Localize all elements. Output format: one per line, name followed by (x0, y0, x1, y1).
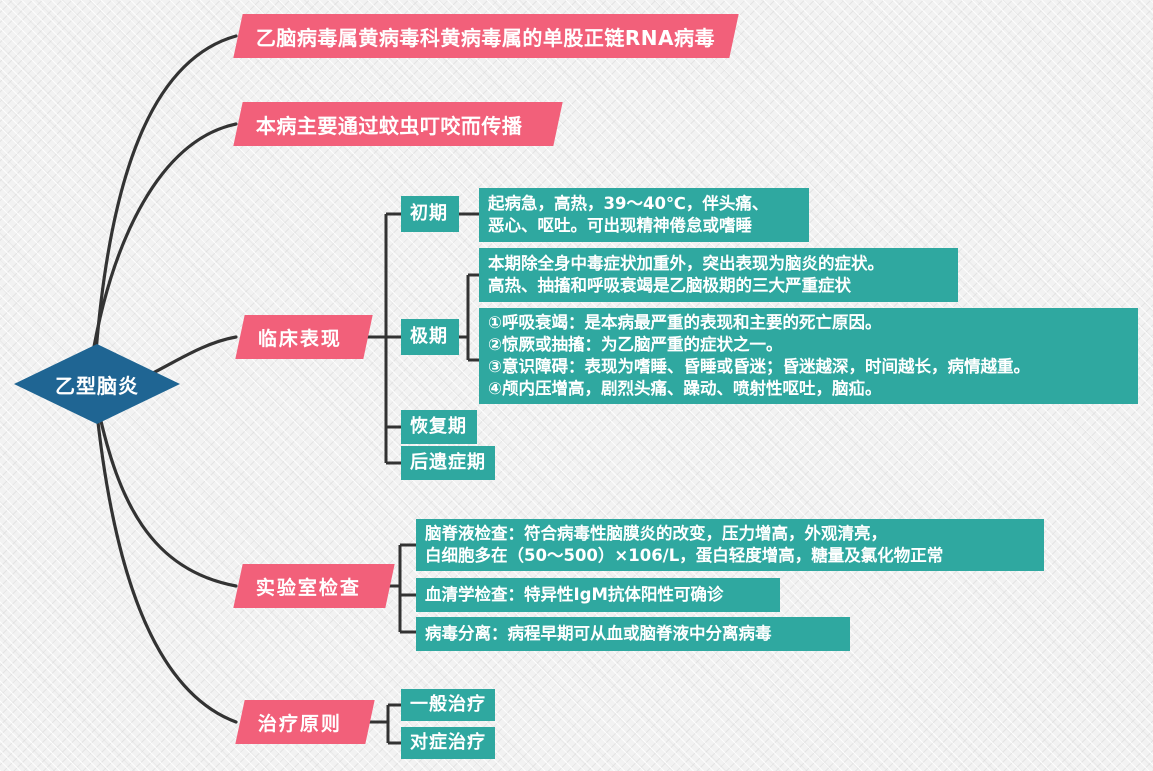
branch-label-lab: 实验室检查 (256, 576, 362, 599)
branch-label-transmission: 本病主要通过蚊虫叮咬而传播 (256, 113, 523, 138)
stage-label-sequelae: 后遗症期 (410, 452, 486, 474)
detail-text-peak-summary: 本期除全身中毒症状加重外，突出表现为脑炎的症状。 高热、抽搐和呼吸衰竭是乙脑极期… (488, 254, 884, 295)
lab-item-text-isolation: 病毒分离：病程早期可从血或脑脊液中分离病毒 (425, 624, 772, 644)
detail-text-early: 起病急，高热，39～40℃，伴头痛、 恶心、呕吐。可出现精神倦怠或嗜睡 (488, 194, 769, 235)
stage-node-recovery[interactable]: 恢复期 (401, 410, 477, 444)
edge-root-to-branch-5 (94, 402, 238, 724)
branch-node-transmission[interactable]: 本病主要通过蚊虫叮咬而传播 (233, 102, 563, 146)
branch-label-clinical: 临床表现 (258, 327, 343, 350)
branch-node-lab[interactable]: 实验室检查 (233, 564, 395, 608)
root-node[interactable]: 乙型脑炎 (14, 344, 180, 424)
detail-node-peak-items[interactable]: ①呼吸衰竭：是本病最严重的表现和主要的死亡原因。 ②惊厥或抽搐：为乙脑严重的症状… (479, 308, 1138, 404)
lab-item-isolation[interactable]: 病毒分离：病程早期可从血或脑脊液中分离病毒 (416, 617, 850, 651)
stage-node-early[interactable]: 初期 (401, 196, 459, 232)
lab-item-serology[interactable]: 血清学检查：特异性IgM抗体阳性可确诊 (416, 578, 780, 612)
branch-label-treatment: 治疗原则 (258, 712, 343, 735)
edge-root-to-branch-1 (94, 34, 238, 354)
stage-label-recovery: 恢复期 (410, 416, 467, 438)
treatment-item-general[interactable]: 一般治疗 (401, 689, 495, 721)
stage-node-sequelae[interactable]: 后遗症期 (401, 446, 495, 480)
stage-node-peak[interactable]: 极期 (401, 319, 459, 355)
treatment-item-symptomatic[interactable]: 对症治疗 (401, 727, 495, 759)
stage-label-early: 初期 (410, 203, 448, 225)
treatment-item-label-general: 一般治疗 (410, 694, 486, 716)
branch-label-etiology: 乙脑病毒属黄病毒科黄病毒属的单股正链RNA病毒 (256, 25, 716, 50)
detail-node-early[interactable]: 起病急，高热，39～40℃，伴头痛、 恶心、呕吐。可出现精神倦怠或嗜睡 (479, 188, 809, 242)
branch-node-treatment[interactable]: 治疗原则 (235, 700, 375, 744)
branch-node-clinical[interactable]: 临床表现 (235, 315, 373, 359)
lab-item-csf[interactable]: 脑脊液检查：符合病毒性脑膜炎的改变，压力增高，外观清亮， 白细胞多在（50～50… (416, 519, 1044, 571)
edge-root-to-branch-2 (90, 122, 238, 360)
stage-label-peak: 极期 (410, 326, 448, 348)
treatment-item-label-symptomatic: 对症治疗 (410, 732, 486, 754)
branch-node-etiology[interactable]: 乙脑病毒属黄病毒科黄病毒属的单股正链RNA病毒 (233, 14, 739, 58)
edge-root-to-branch-4 (96, 406, 238, 588)
detail-text-peak-items: ①呼吸衰竭：是本病最严重的表现和主要的死亡原因。 ②惊厥或抽搐：为乙脑严重的症状… (488, 313, 1030, 398)
root-label: 乙型脑炎 (55, 373, 139, 398)
detail-node-peak-summary[interactable]: 本期除全身中毒症状加重外，突出表现为脑炎的症状。 高热、抽搐和呼吸衰竭是乙脑极期… (479, 248, 958, 302)
lab-item-text-serology: 血清学检查：特异性IgM抗体阳性可确诊 (425, 585, 724, 605)
lab-item-text-csf: 脑脊液检查：符合病毒性脑膜炎的改变，压力增高，外观清亮， 白细胞多在（50～50… (425, 524, 944, 565)
